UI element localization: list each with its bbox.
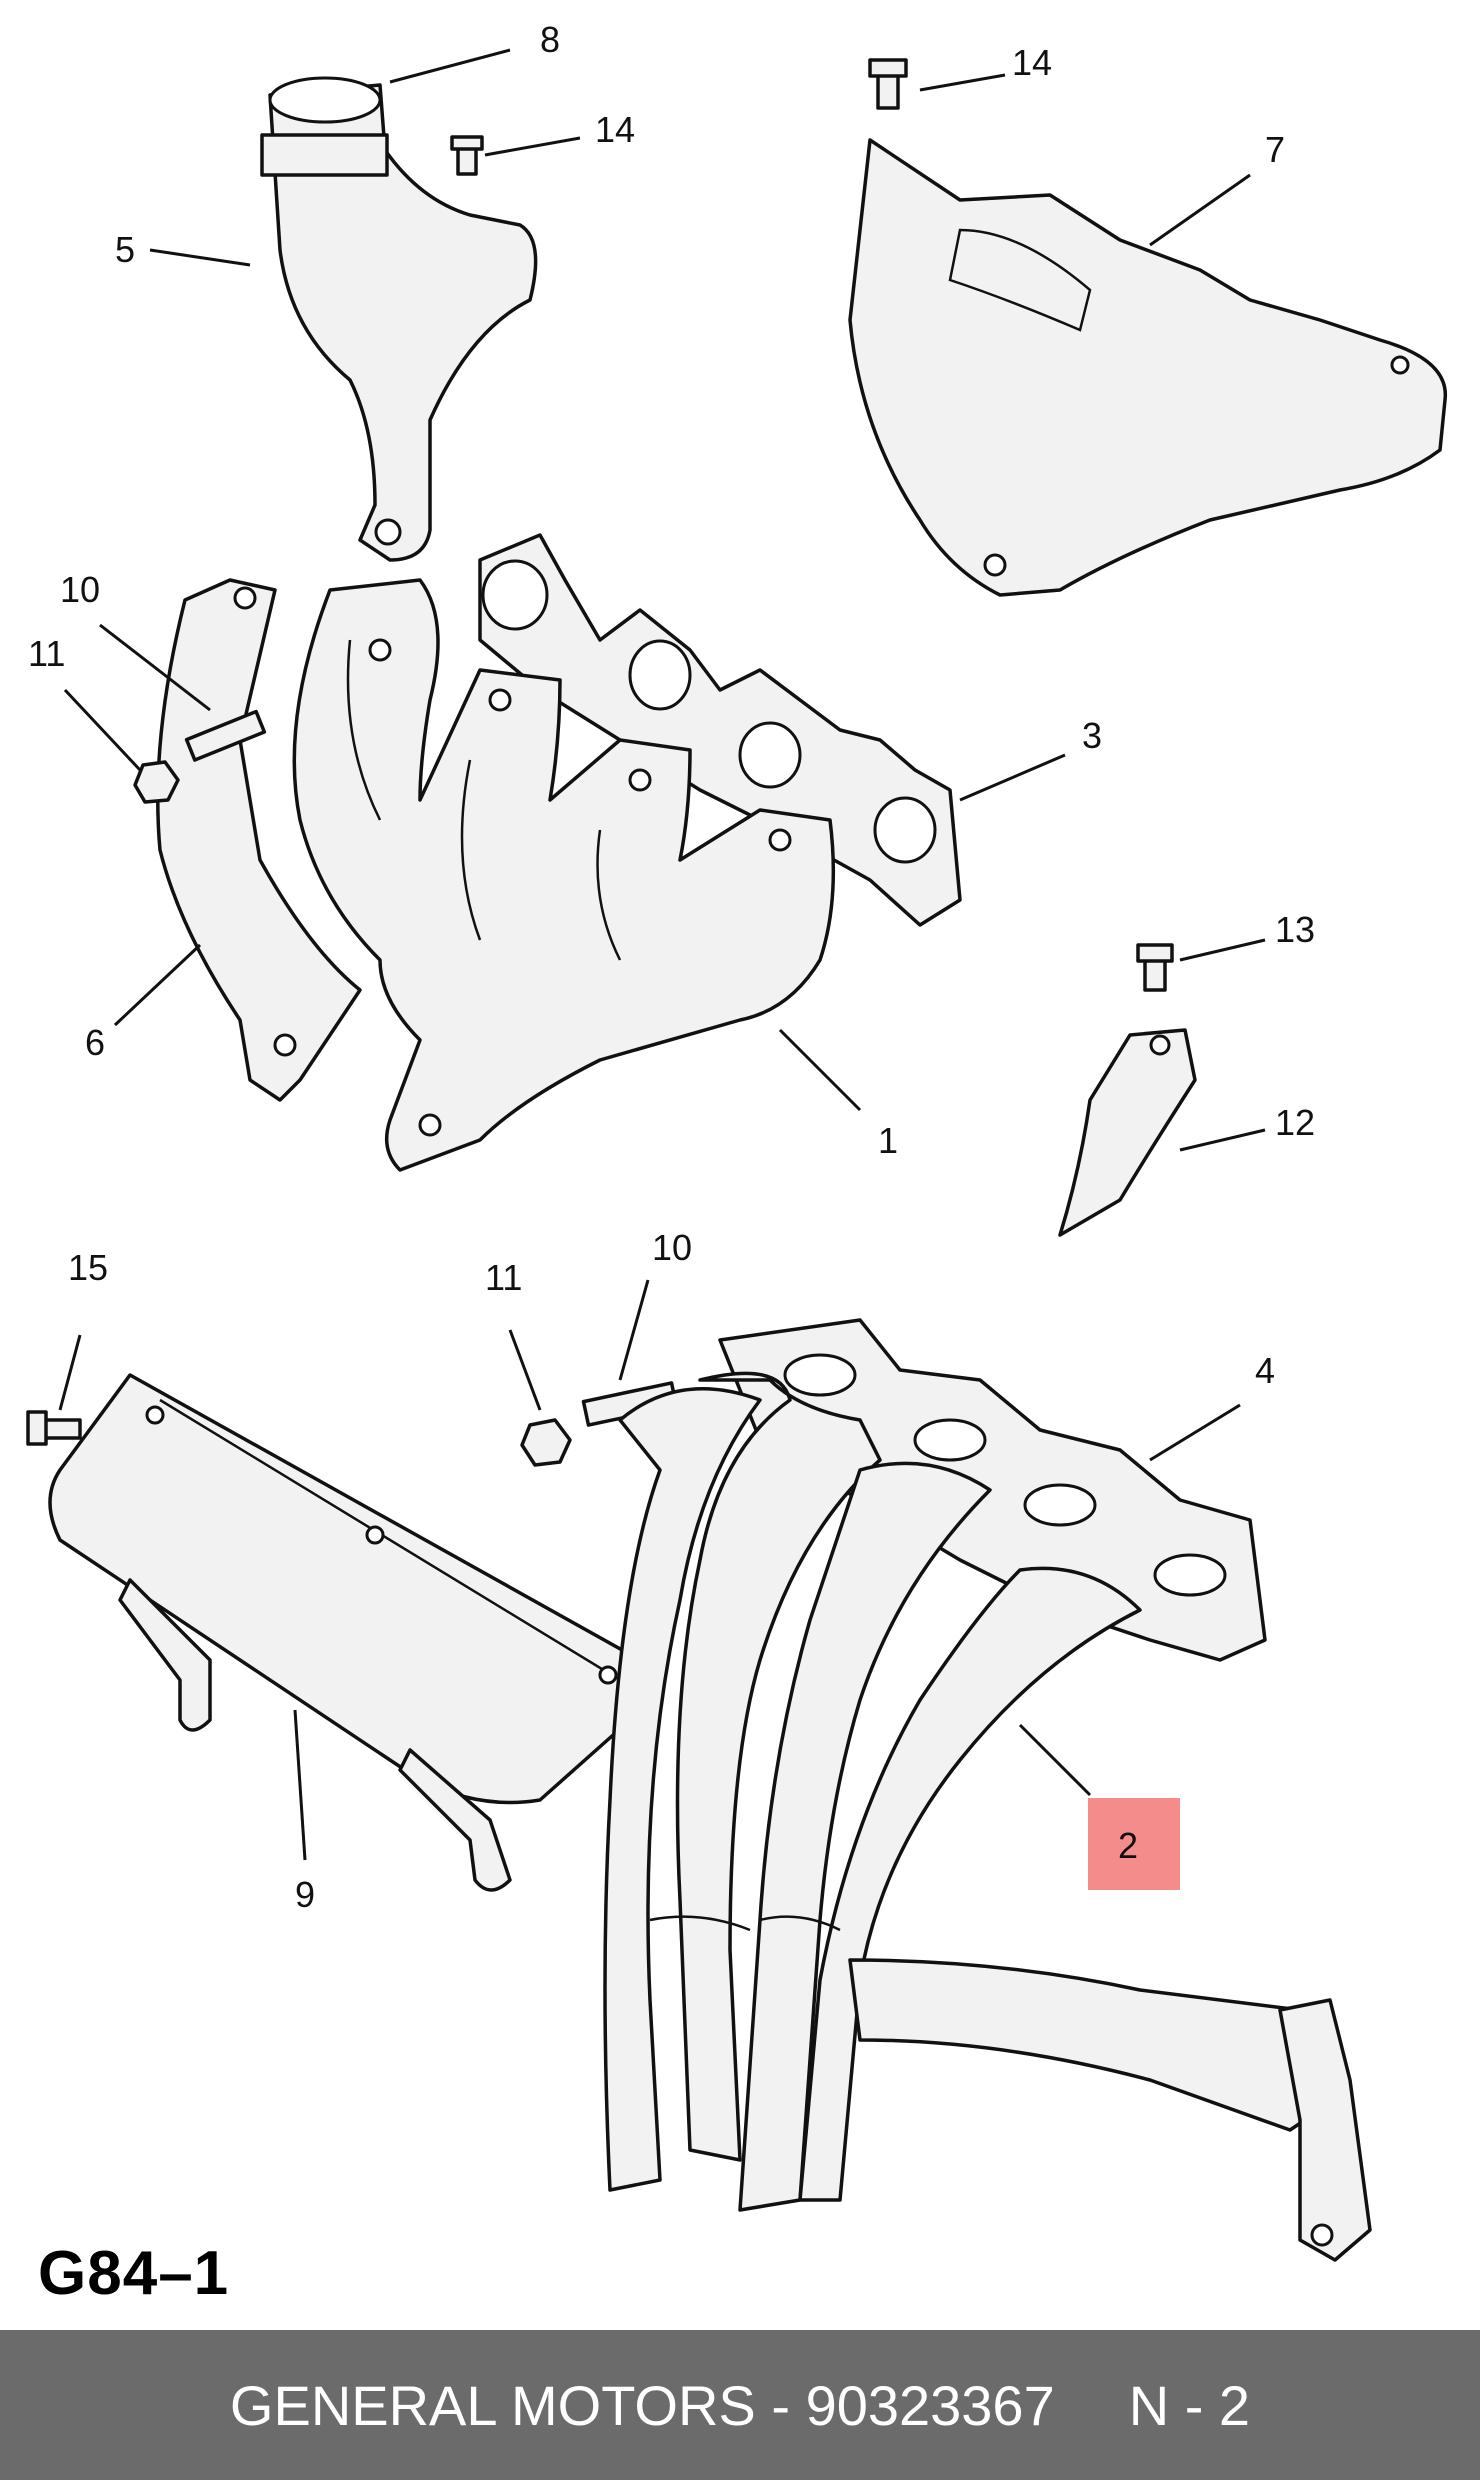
footer-separator: - bbox=[771, 2373, 790, 2437]
part-2-tubular-header bbox=[603, 1371, 1372, 2262]
callout-5[interactable]: 5 bbox=[115, 229, 135, 270]
callout-15[interactable]: 15 bbox=[68, 1247, 108, 1288]
footer-part-number: 90323367 bbox=[805, 2373, 1055, 2437]
callout-3[interactable]: 3 bbox=[1082, 715, 1102, 756]
callout-labels: 8 14 5 14 7 10 11 3 13 6 12 1 15 11 10 4… bbox=[28, 19, 1315, 1915]
part-12-bracket bbox=[1058, 1028, 1197, 1237]
callout-14[interactable]: 14 bbox=[1012, 42, 1052, 83]
callout-1[interactable]: 1 bbox=[878, 1120, 898, 1161]
footer-brand: GENERAL MOTORS bbox=[229, 2373, 756, 2437]
callout-8[interactable]: 8 bbox=[540, 19, 560, 60]
part-11-nut-lower bbox=[520, 1418, 572, 1467]
callout-9[interactable]: 9 bbox=[295, 1874, 315, 1915]
exhaust-manifold-diagram: 8 14 5 14 7 10 11 3 13 6 12 1 15 11 10 4… bbox=[26, 19, 1448, 2262]
callout-6[interactable]: 6 bbox=[85, 1022, 105, 1063]
callout-10[interactable]: 10 bbox=[60, 569, 100, 610]
callout-10[interactable]: 10 bbox=[652, 1227, 692, 1268]
callout-11[interactable]: 11 bbox=[28, 633, 65, 674]
diagram-code: G84–1 bbox=[38, 2239, 230, 2308]
part-5-inlet-pipe bbox=[260, 76, 538, 562]
footer-position-label: N - 2 bbox=[1128, 2373, 1251, 2437]
part-7-upper-heat-shield bbox=[848, 138, 1448, 597]
highlight-box-part-2 bbox=[1088, 1798, 1180, 1890]
part-14-bolt-right bbox=[868, 58, 908, 110]
part-13-bolt bbox=[1136, 943, 1174, 992]
callout-11[interactable]: 11 bbox=[485, 1257, 522, 1298]
part-15-bolt bbox=[26, 1410, 82, 1446]
part-14-bolt-left bbox=[450, 135, 484, 176]
footer-bar: GENERAL MOTORS - 90323367 N - 2 bbox=[0, 2330, 1480, 2480]
part-3-gasket bbox=[478, 533, 962, 927]
part-1-cast-manifold bbox=[292, 578, 836, 1172]
callout-13[interactable]: 13 bbox=[1275, 909, 1315, 950]
part-11-nut-upper bbox=[133, 760, 180, 804]
part-10-stud-upper bbox=[184, 709, 267, 762]
leader-lines bbox=[58, 48, 1266, 1861]
callout-12[interactable]: 12 bbox=[1275, 1102, 1315, 1143]
part-4-gasket-lower bbox=[718, 1318, 1267, 1662]
callout-2[interactable]: 2 bbox=[1118, 1825, 1138, 1866]
callout-4[interactable]: 4 bbox=[1255, 1350, 1275, 1391]
callout-7[interactable]: 7 bbox=[1265, 129, 1285, 170]
callout-14[interactable]: 14 bbox=[595, 109, 635, 150]
